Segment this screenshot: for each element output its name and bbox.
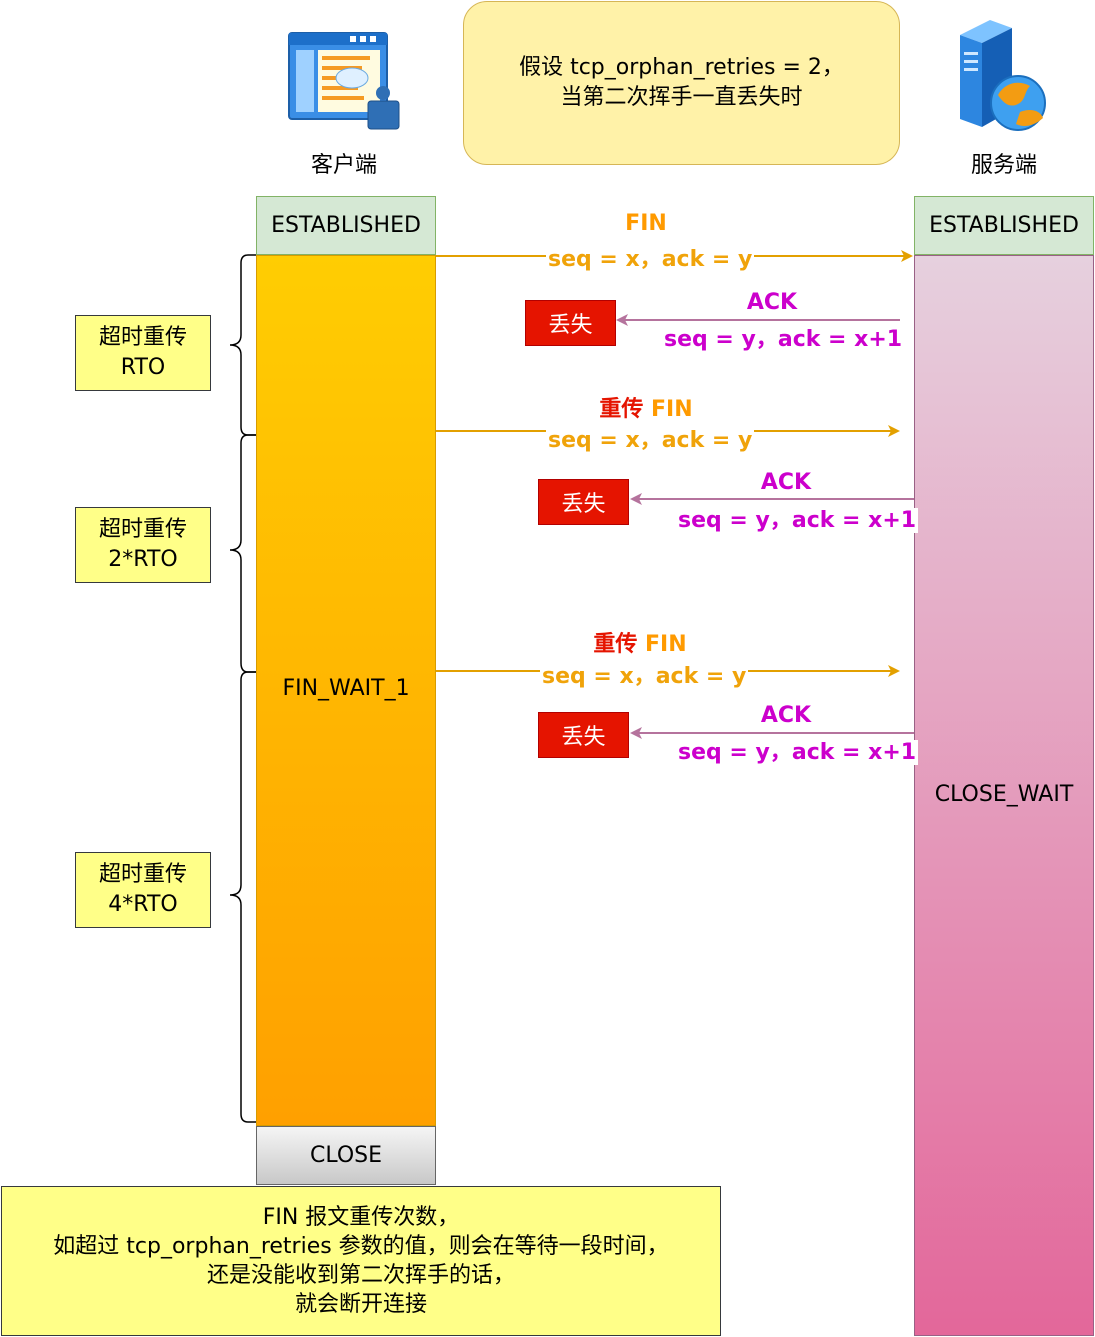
ack1-seq: seq = y，ack = x+1 — [662, 327, 905, 352]
conclusion-line-3: 还是没能收到第二次挥手的话， — [206, 1263, 515, 1288]
timeout-2rto-box: 超时重传 2*RTO — [75, 507, 211, 583]
ack3-title: ACK — [760, 703, 812, 728]
timeout-rto-line-1: 超时重传 — [98, 325, 187, 350]
assumption-note: 假设 tcp_orphan_retries = 2， 当第二次挥手一直丢失时 — [463, 1, 900, 165]
server-state-close-wait: CLOSE_WAIT — [914, 255, 1094, 1336]
timeout-4rto-line-1: 超时重传 — [98, 862, 187, 887]
fin2-title: 重传 FIN — [599, 397, 693, 422]
server-state-close-wait-label: CLOSE_WAIT — [934, 782, 1074, 807]
server-state-established: ESTABLISHED — [914, 196, 1094, 255]
fin1-seq: seq = x，ack = y — [546, 247, 755, 272]
brace-2rto — [229, 434, 256, 673]
conclusion-note: FIN 报文重传次数， 如超过 tcp_orphan_retries 参数的值，… — [1, 1186, 721, 1336]
conclusion-line-2: 如超过 tcp_orphan_retries 参数的值，则会在等待一段时间， — [53, 1234, 669, 1259]
timeout-4rto-box: 超时重传 4*RTO — [75, 852, 211, 928]
timeout-rto-line-2: RTO — [120, 355, 166, 380]
timeout-2rto-line-2: 2*RTO — [108, 547, 178, 572]
fin2-seq: seq = x，ack = y — [546, 428, 755, 453]
ack3-lost-badge: 丢失 — [538, 712, 629, 758]
fin1-title: FIN — [625, 211, 667, 236]
timeout-2rto-line-1: 超时重传 — [98, 517, 187, 542]
fin3-seq: seq = x，ack = y — [540, 664, 749, 689]
client-state-fin-wait-1: FIN_WAIT_1 — [256, 255, 436, 1126]
client-state-close: CLOSE — [256, 1126, 436, 1185]
client-state-established: ESTABLISHED — [256, 196, 436, 255]
ack3-seq: seq = y，ack = x+1 — [676, 740, 919, 765]
timeout-4rto-line-2: 4*RTO — [108, 892, 178, 917]
server-icon — [960, 20, 1046, 131]
ack2-lost-badge: 丢失 — [538, 479, 629, 525]
server-label: 服务端 — [970, 153, 1037, 178]
client-state-fin-wait-1-label: FIN_WAIT_1 — [282, 676, 410, 701]
brace-4rto — [229, 671, 256, 1123]
ack2-seq: seq = y，ack = x+1 — [676, 508, 919, 533]
conclusion-line-1: FIN 报文重传次数， — [262, 1205, 460, 1230]
timeout-rto-box: 超时重传 RTO — [75, 315, 211, 391]
assumption-line-2: 当第二次挥手一直丢失时 — [560, 85, 803, 110]
ack1-lost-badge: 丢失 — [525, 300, 616, 346]
ack2-title: ACK — [760, 470, 812, 495]
conclusion-line-4: 就会断开连接 — [294, 1292, 427, 1317]
fin3-title: 重传 FIN — [593, 632, 687, 657]
ack1-title: ACK — [746, 290, 798, 315]
assumption-line-1: 假设 tcp_orphan_retries = 2， — [519, 55, 844, 80]
brace-rto — [229, 254, 256, 436]
client-label: 客户端 — [310, 153, 377, 178]
